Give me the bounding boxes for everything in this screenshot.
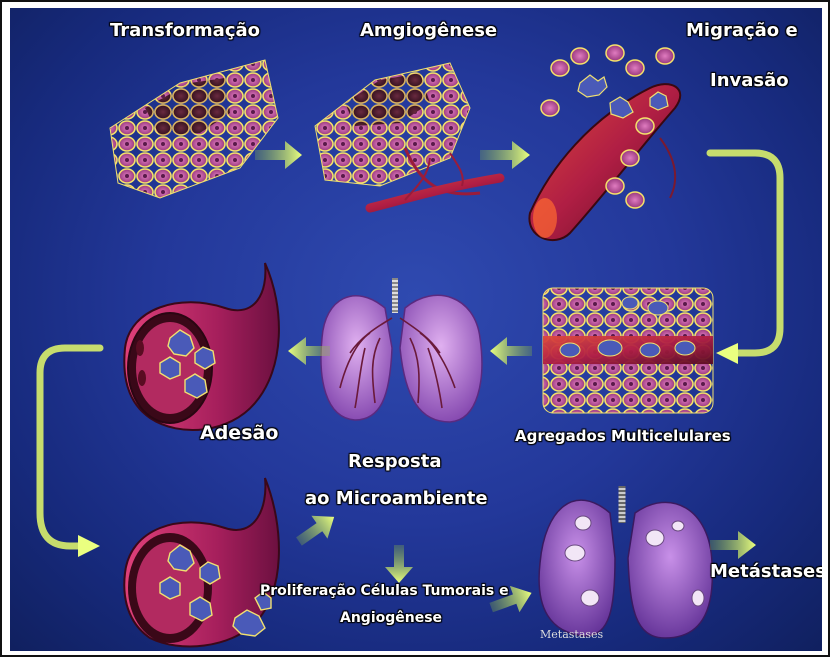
arrow-8 bbox=[710, 531, 756, 559]
lungs-healthy bbox=[321, 278, 482, 422]
label-angiogenese-2: Angiogênese bbox=[340, 610, 442, 626]
adhesion-vessel bbox=[124, 263, 279, 430]
uturn-connector-left bbox=[40, 348, 100, 557]
label-microambiente: ao Microambiente bbox=[305, 488, 488, 509]
label-agregados: Agregados Multicelulares bbox=[515, 427, 731, 445]
diagram-artwork bbox=[10, 8, 822, 651]
proliferation-vessel bbox=[124, 478, 279, 646]
lungs-metastatic bbox=[539, 486, 712, 638]
arrow-5 bbox=[291, 505, 342, 553]
label-invasao: Invasão bbox=[710, 70, 789, 91]
label-proliferacao: Proliferação Células Tumorais e bbox=[260, 583, 509, 599]
transformation-tissue bbox=[110, 60, 278, 198]
label-metastases-small: Metastases bbox=[540, 628, 603, 641]
label-adesao: Adesão bbox=[200, 422, 278, 444]
label-angiogenese: Amgiogênese bbox=[360, 20, 497, 41]
label-resposta: Resposta bbox=[348, 451, 442, 472]
invasion-vessel bbox=[529, 45, 680, 240]
diagram-canvas: Transformação Amgiogênese Migração e Inv… bbox=[10, 8, 822, 651]
label-transformacao: Transformação bbox=[110, 20, 260, 41]
arrow-6 bbox=[385, 545, 413, 583]
multicellular-aggregates bbox=[543, 288, 713, 413]
arrow-2 bbox=[480, 141, 530, 169]
label-migracao: Migração e bbox=[686, 20, 798, 41]
arrow-1 bbox=[255, 141, 302, 169]
uturn-connector-right bbox=[710, 153, 780, 364]
arrow-3 bbox=[490, 337, 532, 365]
angiogenesis-tissue bbox=[315, 63, 500, 208]
label-metastases: Metástases: bbox=[710, 561, 822, 582]
